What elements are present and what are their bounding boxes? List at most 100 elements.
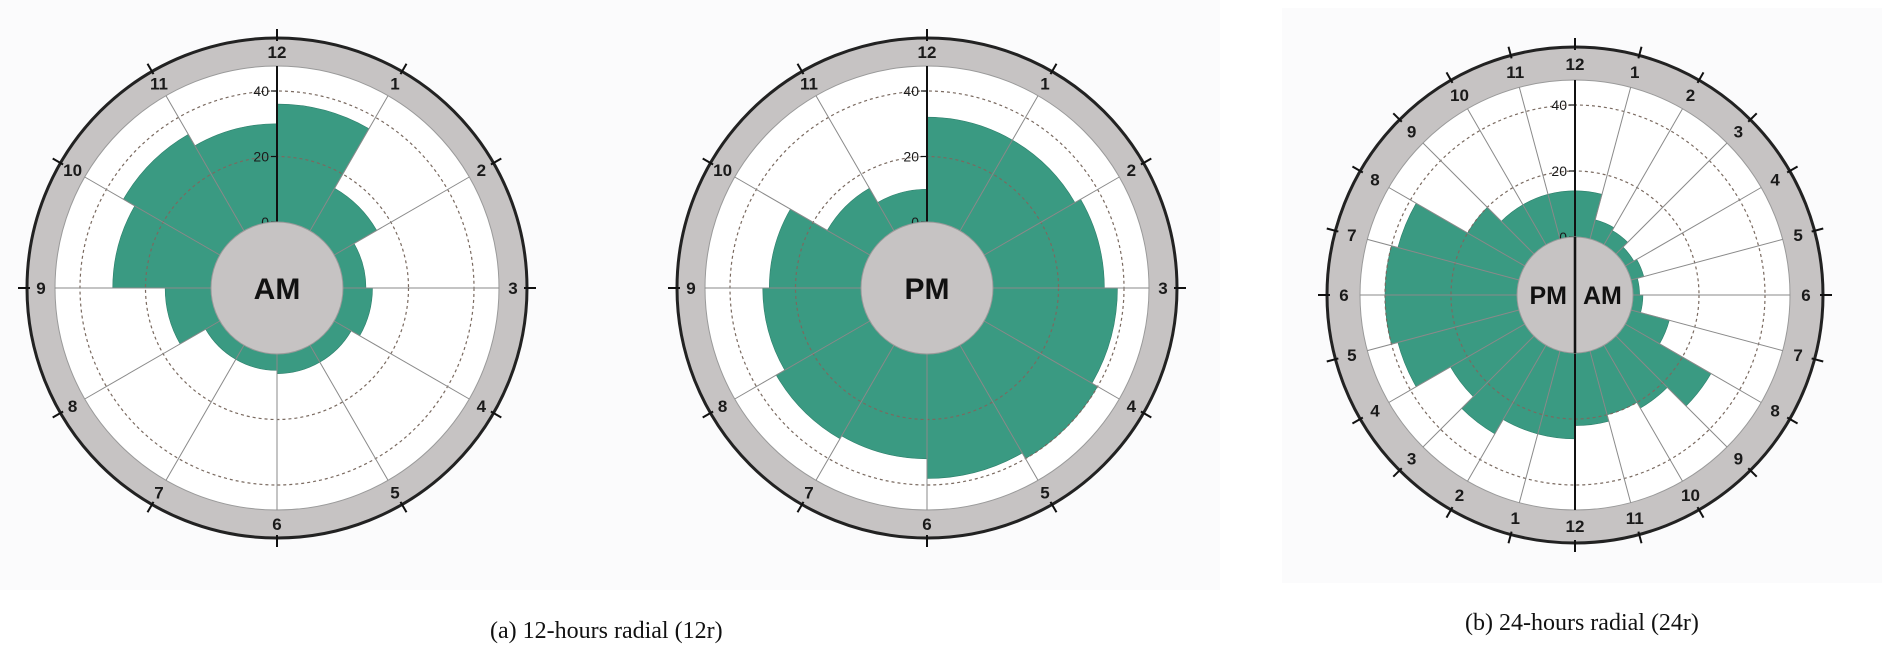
hour-label: 12 [918, 43, 937, 62]
hour-tick-mark [1696, 506, 1705, 519]
hour-tick-mark [1445, 506, 1454, 519]
spoke [734, 176, 871, 256]
spoke [1467, 344, 1547, 482]
spoke [309, 344, 389, 481]
radial-tick-label: 40 [253, 83, 269, 99]
hour-label: 8 [1370, 171, 1379, 190]
center-label: AM [254, 273, 301, 306]
spoke [1367, 238, 1520, 281]
hour-tick-mark [702, 157, 714, 166]
spoke [959, 344, 1039, 481]
spoke [1603, 108, 1683, 246]
hour-tick-mark [1445, 71, 1454, 84]
hour-label: 7 [154, 483, 163, 502]
spoke [815, 344, 895, 481]
hour-label: 8 [718, 397, 727, 416]
spoke [165, 95, 245, 232]
hour-label: 9 [1407, 123, 1416, 142]
hour-label: 9 [36, 279, 45, 298]
radial-tick-label: 20 [253, 149, 269, 165]
hour-label: 3 [1158, 279, 1167, 298]
hour-label: 7 [1347, 226, 1356, 245]
radial-tick-label: 20 [903, 149, 919, 165]
hour-label: 12 [268, 43, 287, 62]
hour-label: 2 [1455, 486, 1464, 505]
spoke [165, 344, 245, 481]
spoke [959, 95, 1039, 232]
radial-tick-label: 40 [903, 83, 919, 99]
spoke [1422, 142, 1535, 255]
caption-b: (b) 24-hours radial (24r) [1465, 610, 1699, 636]
hour-label: 11 [800, 75, 818, 94]
spoke [1615, 335, 1728, 448]
spoke [1367, 309, 1520, 352]
spoke [1467, 108, 1547, 246]
center-disc [210, 221, 344, 355]
hour-label: 7 [804, 483, 813, 502]
radial-tick-label: 0 [1559, 229, 1567, 245]
hour-label: 10 [1450, 86, 1469, 105]
hour-label: 4 [1770, 171, 1780, 190]
hour-label: 5 [1347, 346, 1356, 365]
hour-tick-mark [1637, 531, 1643, 544]
hour-label: 4 [1127, 397, 1137, 416]
spoke [1624, 323, 1762, 403]
spoke [983, 176, 1120, 256]
hour-label: 4 [1370, 402, 1380, 421]
hour-tick-mark [52, 410, 64, 419]
hour-label: 5 [1793, 226, 1802, 245]
hour-label: 4 [477, 397, 487, 416]
center-label: PM [1530, 282, 1568, 310]
hour-label: 6 [1339, 286, 1348, 305]
hour-label: 6 [922, 515, 931, 534]
hour-label: 3 [508, 279, 517, 298]
hour-label: 10 [1681, 486, 1700, 505]
hour-tick-mark [1811, 357, 1824, 363]
hour-tick-mark [490, 410, 502, 419]
radial-tick-label: 0 [911, 214, 919, 230]
hour-tick-mark [1392, 112, 1403, 123]
hour-label: 1 [1510, 509, 1519, 528]
hour-label: 1 [1040, 75, 1049, 94]
hour-label: 10 [63, 161, 82, 180]
spoke [1589, 350, 1632, 503]
spoke [1624, 187, 1762, 267]
spoke [333, 320, 470, 400]
hour-tick-mark [1786, 165, 1799, 174]
hour-label: 6 [1801, 286, 1810, 305]
spoke [1388, 323, 1526, 403]
hour-label: 3 [1734, 123, 1743, 142]
radial-tick-label: 40 [1551, 97, 1567, 113]
hour-label: 8 [1770, 402, 1779, 421]
hour-tick-mark [1811, 227, 1824, 233]
hour-tick-mark [1507, 531, 1513, 544]
spoke [333, 176, 470, 256]
radial-tick-label: 20 [1551, 163, 1567, 179]
spoke [84, 320, 221, 400]
hour-label: 6 [272, 515, 281, 534]
hour-label: 8 [68, 397, 77, 416]
hour-tick-mark [796, 63, 805, 75]
center-label: PM [905, 273, 950, 306]
hour-tick-mark [1747, 112, 1758, 123]
spoke [734, 320, 871, 400]
hour-tick-mark [146, 63, 155, 75]
hour-label: 1 [390, 75, 399, 94]
spoke [1630, 238, 1783, 281]
hour-label: 11 [1626, 509, 1644, 528]
hour-label: 5 [1040, 483, 1049, 502]
spoke [1388, 187, 1526, 267]
radial-tick-label: 0 [261, 214, 269, 230]
caption-a: (a) 12-hours radial (12r) [490, 618, 723, 644]
hour-tick-mark [796, 501, 805, 513]
hour-label: 2 [477, 161, 486, 180]
spoke [1603, 344, 1683, 482]
hour-label: 7 [1793, 346, 1802, 365]
spoke [84, 176, 221, 256]
spoke [1422, 335, 1535, 448]
hour-label: 12 [1566, 517, 1585, 536]
hour-tick-mark [399, 501, 408, 513]
